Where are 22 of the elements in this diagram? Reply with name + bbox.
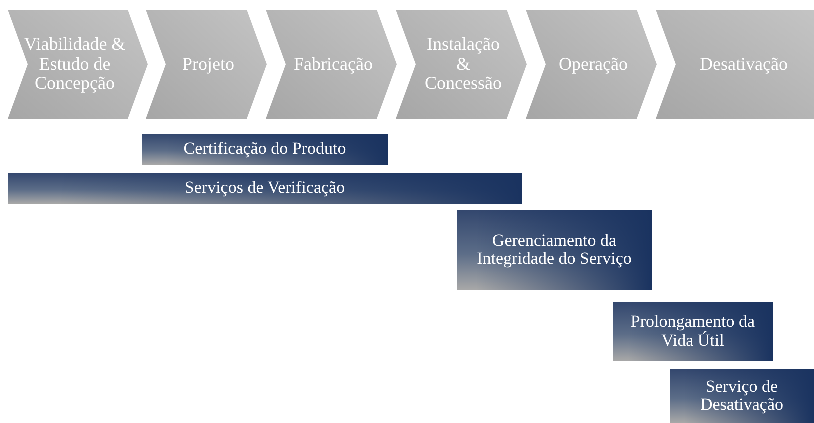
service-bar xyxy=(457,210,652,290)
step-label: Prolongamento da Vida Útil xyxy=(630,313,756,350)
chevron-step xyxy=(526,10,657,119)
service-bar xyxy=(8,173,522,204)
step-label: Serviços de Verificação xyxy=(184,179,346,198)
step-label: Fabricação xyxy=(294,54,373,74)
step-label: Certificação do Produto xyxy=(184,140,346,159)
chevron-step xyxy=(146,10,267,119)
step-label: Gerenciamento da Integridade do Serviço xyxy=(476,232,633,268)
step-label: Projeto xyxy=(182,54,234,74)
chevron-step xyxy=(656,10,814,119)
service-bar xyxy=(670,369,814,423)
chevron-step xyxy=(396,10,527,119)
step-label: Serviço de Desativação xyxy=(699,378,785,414)
step-label: Viabilidade & Estudo de Concepção xyxy=(24,35,126,94)
chevron-step xyxy=(266,10,397,119)
service-bar xyxy=(142,134,388,165)
step-label: Operação xyxy=(559,54,628,74)
step-label: Instalação & Concessão xyxy=(424,35,503,94)
chevron-step xyxy=(8,10,148,119)
step-label: Desativação xyxy=(700,54,788,74)
service-bar xyxy=(613,302,773,361)
